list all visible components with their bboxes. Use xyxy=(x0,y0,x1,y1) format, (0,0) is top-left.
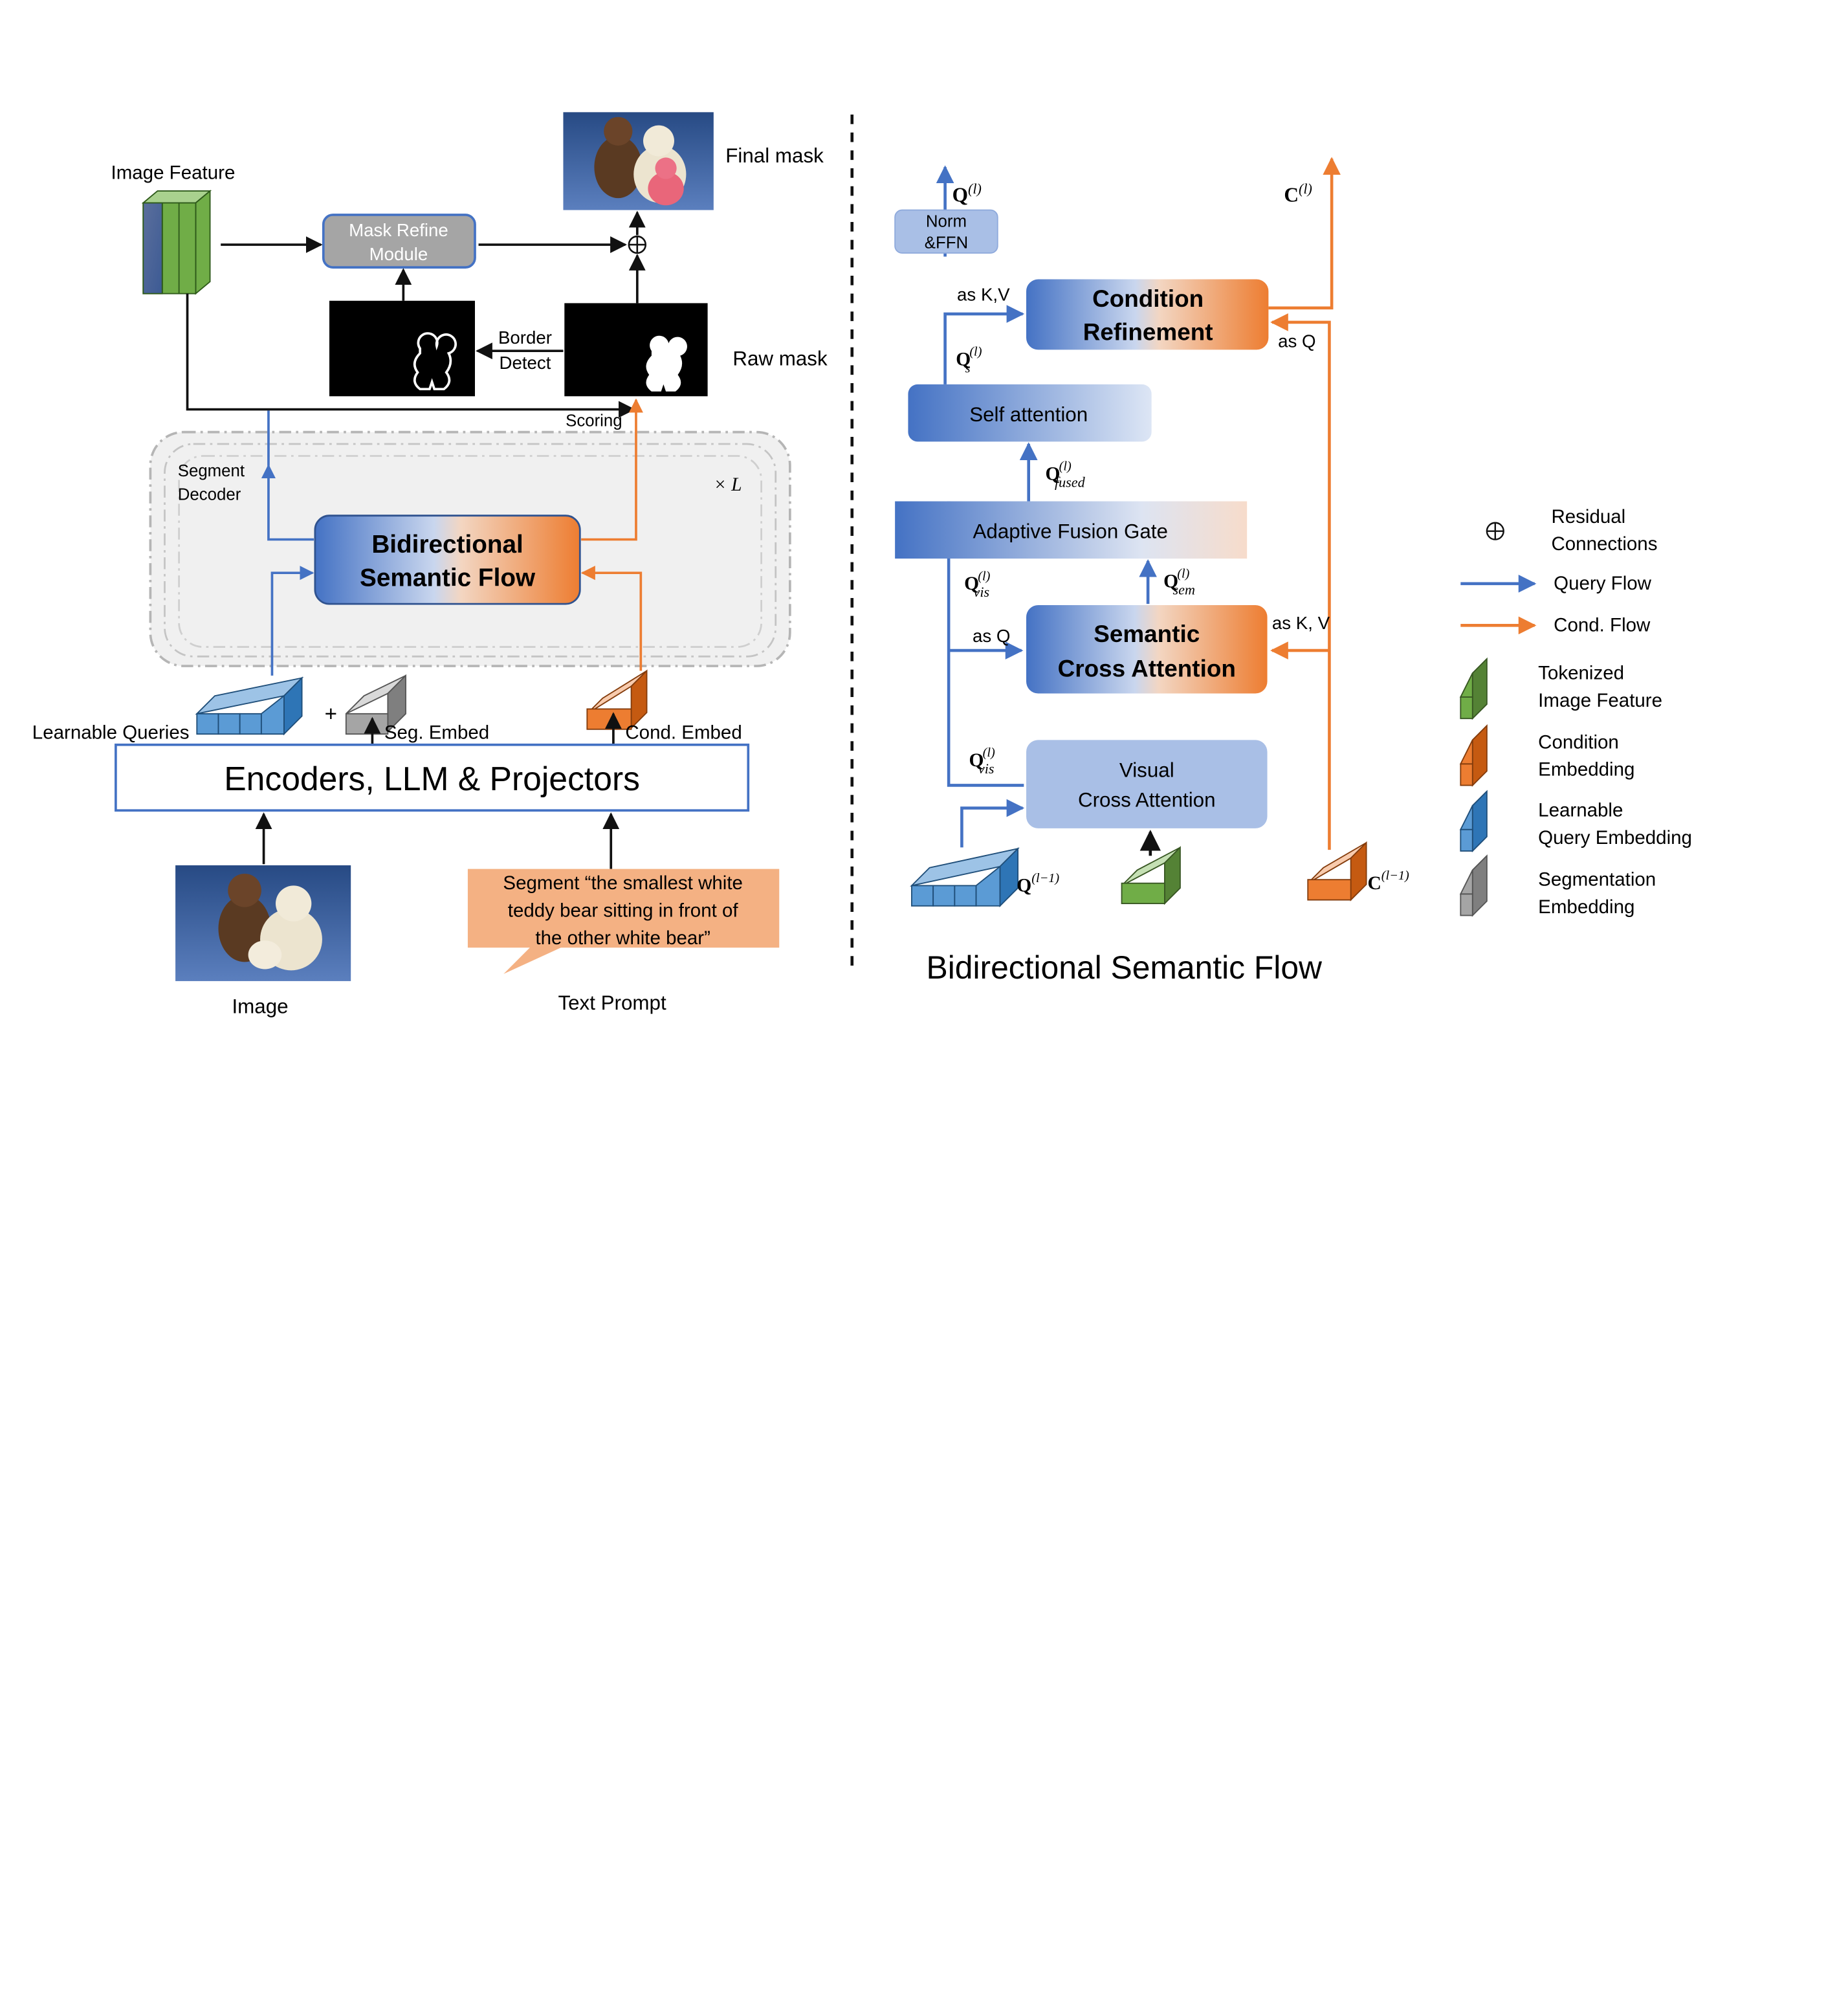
q-out-label: Q(l) xyxy=(952,181,982,206)
self-attention-label: Self attention xyxy=(969,403,1088,426)
vis-cross-label-1: Visual xyxy=(1119,759,1174,782)
as-q-top-label: as Q xyxy=(1278,331,1315,351)
left-black-arrows xyxy=(186,210,646,418)
legend-condition-label-2: Embedding xyxy=(1538,759,1634,781)
legend-segmentation-icon xyxy=(1459,854,1488,917)
image-feature-label: Image Feature xyxy=(111,162,236,184)
mask-refine-label-1: Mask Refine xyxy=(349,220,448,240)
legend-tokenized-label-1: Tokenized xyxy=(1538,662,1624,683)
legend-segmentation-label-2: Embedding xyxy=(1538,896,1634,918)
vis-cross-label-2: Cross Attention xyxy=(1078,789,1216,812)
image-label: Image xyxy=(232,995,288,1018)
as-kv-top-label: as K,V xyxy=(957,285,1010,305)
right-panel-title: Bidirectional Semantic Flow xyxy=(927,949,1323,986)
legend-learnable-icon xyxy=(1459,790,1488,853)
qvis-label: Q(l)vis xyxy=(964,569,990,600)
cond-embed-label: Cond. Embed xyxy=(625,722,742,744)
adaptive-fusion-gate-box xyxy=(895,501,1248,559)
qfused-label: Q(l)fused xyxy=(1046,460,1086,491)
segment-decoder-label-2: Decoder xyxy=(178,486,241,504)
diagram-canvas: Segment Decoder × L Image Feature Mask R… xyxy=(32,112,1692,1018)
self-attention-box xyxy=(908,384,1152,442)
segment-decoder-label-1: Segment xyxy=(178,462,245,480)
condition-prev-icon xyxy=(1307,841,1367,902)
legend-learnable-label-1: Learnable xyxy=(1538,799,1623,821)
border-detect-label-1: Border xyxy=(498,327,552,348)
left-query-flow xyxy=(261,410,314,676)
input-image xyxy=(175,865,351,981)
sem-cross-label-2: Cross Attention xyxy=(1058,656,1236,682)
as-q-mid-label: as Q xyxy=(973,626,1010,646)
c-out-label: C(l) xyxy=(1284,181,1312,206)
mask-refine-label-2: Module xyxy=(369,244,428,264)
plus-sign: + xyxy=(325,702,337,726)
border-detect-label-2: Detect xyxy=(499,353,551,373)
legend-cond-flow-label: Cond. Flow xyxy=(1554,615,1651,636)
as-kv-mid-label: as K, V xyxy=(1272,613,1330,633)
text-prompt-label: Text Prompt xyxy=(558,991,666,1014)
legend-condition-icon xyxy=(1459,724,1488,787)
learnable-queries-label: Learnable Queries xyxy=(32,722,190,744)
mask-refine-module xyxy=(322,214,476,269)
legend-query-flow-label: Query Flow xyxy=(1554,573,1652,594)
condition-refinement-box xyxy=(1026,279,1269,350)
cond-ref-label-1: Condition xyxy=(1092,285,1204,312)
seg-embed-label: Seg. Embed xyxy=(384,722,489,744)
encoders-label: Encoders, LLM & Projectors xyxy=(224,760,640,797)
legend-tokenized-icon xyxy=(1459,657,1488,720)
prompt-line-3: the other white bear” xyxy=(535,927,710,949)
qvis2-label: Q(l)vis xyxy=(969,746,995,777)
fusion-gate-label: Adaptive Fusion Gate xyxy=(973,520,1168,543)
norm-ffn-box xyxy=(894,209,998,254)
raw-mask-image xyxy=(564,303,708,397)
residual-add-icon xyxy=(628,235,647,254)
bsf-label-2: Semantic Flow xyxy=(360,564,536,592)
learnable-queries-icon xyxy=(195,676,304,736)
final-mask-image xyxy=(563,112,714,210)
right-cond-flow xyxy=(1268,157,1341,850)
repeat-label: × L xyxy=(714,474,742,495)
cond-embed-icon xyxy=(586,669,648,730)
norm-ffn-label-2: &FFN xyxy=(925,234,968,252)
left-cond-flow xyxy=(580,398,644,671)
norm-ffn-label-1: Norm xyxy=(926,212,967,230)
image-feature-stack-icon xyxy=(141,190,212,295)
legend-condition-label-1: Condition xyxy=(1538,731,1619,753)
visual-cross-attention-box xyxy=(1026,740,1268,828)
bidirectional-semantic-flow-box xyxy=(314,515,581,605)
final-mask-label: Final mask xyxy=(725,144,824,167)
encoders-box xyxy=(115,743,750,812)
scoring-label: Scoring xyxy=(566,412,622,430)
legend-learnable-label-2: Query Embedding xyxy=(1538,827,1692,848)
qs-label: Q(l)s xyxy=(956,345,982,376)
legend-segmentation-label-1: Segmentation xyxy=(1538,869,1656,890)
q-prev-label: Q(l−1) xyxy=(1017,871,1059,896)
legend-residual-label-2: Connections xyxy=(1551,533,1657,555)
prompt-line-2: teddy bear sitting in front of xyxy=(508,900,739,921)
legend-residual-label-1: Residual xyxy=(1551,506,1625,527)
sem-cross-label-1: Semantic xyxy=(1094,621,1200,647)
cond-ref-label-2: Refinement xyxy=(1083,319,1213,346)
border-mask-image xyxy=(329,300,475,397)
legend-tokenized-label-2: Image Feature xyxy=(1538,690,1662,711)
bsf-label-1: Bidirectional xyxy=(371,531,523,559)
semantic-cross-attention-box xyxy=(1026,605,1268,694)
c-prev-label: C(l−1) xyxy=(1367,869,1409,894)
tokenized-image-feature-icon xyxy=(1121,846,1181,905)
prompt-line-1: Segment “the smallest white xyxy=(503,872,743,894)
raw-mask-label: Raw mask xyxy=(732,347,828,370)
query-prev-icon xyxy=(910,847,1020,907)
qsem-label: Q(l)sem xyxy=(1163,567,1195,598)
legend-residual-icon xyxy=(1486,522,1504,540)
